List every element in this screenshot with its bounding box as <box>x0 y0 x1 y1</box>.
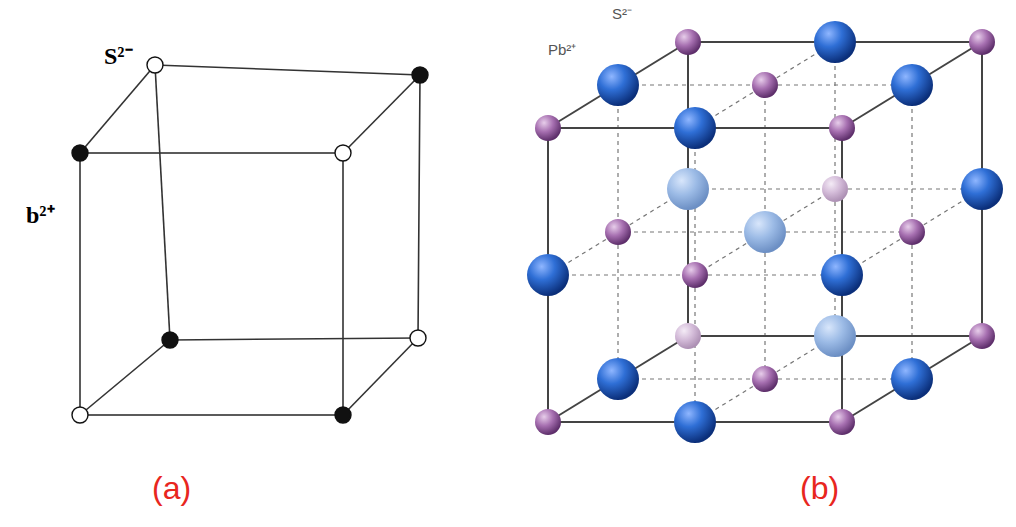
grid-line <box>695 189 835 275</box>
sulfide-ion <box>752 366 778 392</box>
lead-ion <box>891 358 933 400</box>
grid-line <box>695 336 835 422</box>
sulfide-ion <box>822 176 848 202</box>
lead-ion <box>821 254 863 296</box>
lead-ion <box>674 107 716 149</box>
ion-dots-a <box>72 57 428 423</box>
lead-ion <box>961 168 1003 210</box>
ion-label: S²⁻ <box>104 44 133 68</box>
lead-ion <box>527 254 569 296</box>
lead-ion <box>674 401 716 443</box>
lead-ion <box>814 21 856 63</box>
sulfide-ion <box>899 219 925 245</box>
sulfide-ion <box>682 262 708 288</box>
grid-line <box>842 189 982 275</box>
sulfide-ion <box>829 115 855 141</box>
ion-label: S²⁻ <box>612 6 632 21</box>
ion-label: b²⁺ <box>26 203 55 227</box>
sulfide-ion <box>969 29 995 55</box>
sulfide-ion <box>829 409 855 435</box>
lead-ion <box>667 168 709 210</box>
cube-edge <box>548 42 688 128</box>
sulfide-ion <box>675 29 701 55</box>
sulfide-ion <box>535 409 561 435</box>
lead-ion <box>597 358 639 400</box>
ion-label: Pb²⁺ <box>548 42 576 57</box>
grid-line <box>695 42 835 128</box>
lead-ion <box>814 315 856 357</box>
sulfide-ion <box>675 323 701 349</box>
cube-edge <box>548 336 688 422</box>
panel-label: (b) <box>800 472 839 504</box>
lead-ion <box>744 211 786 253</box>
cube-edge <box>842 336 982 422</box>
sulfide-ion <box>752 72 778 98</box>
panel-label: (a) <box>152 472 191 504</box>
grid-line <box>548 189 688 275</box>
cube-edge <box>842 42 982 128</box>
rock-salt-lattice <box>527 21 1003 443</box>
sulfide-ion <box>605 219 631 245</box>
sulfide-ion <box>969 323 995 349</box>
sulfide-ion <box>535 115 561 141</box>
lead-ion <box>891 64 933 106</box>
lead-ion <box>597 64 639 106</box>
unit-cube-a <box>80 65 420 415</box>
